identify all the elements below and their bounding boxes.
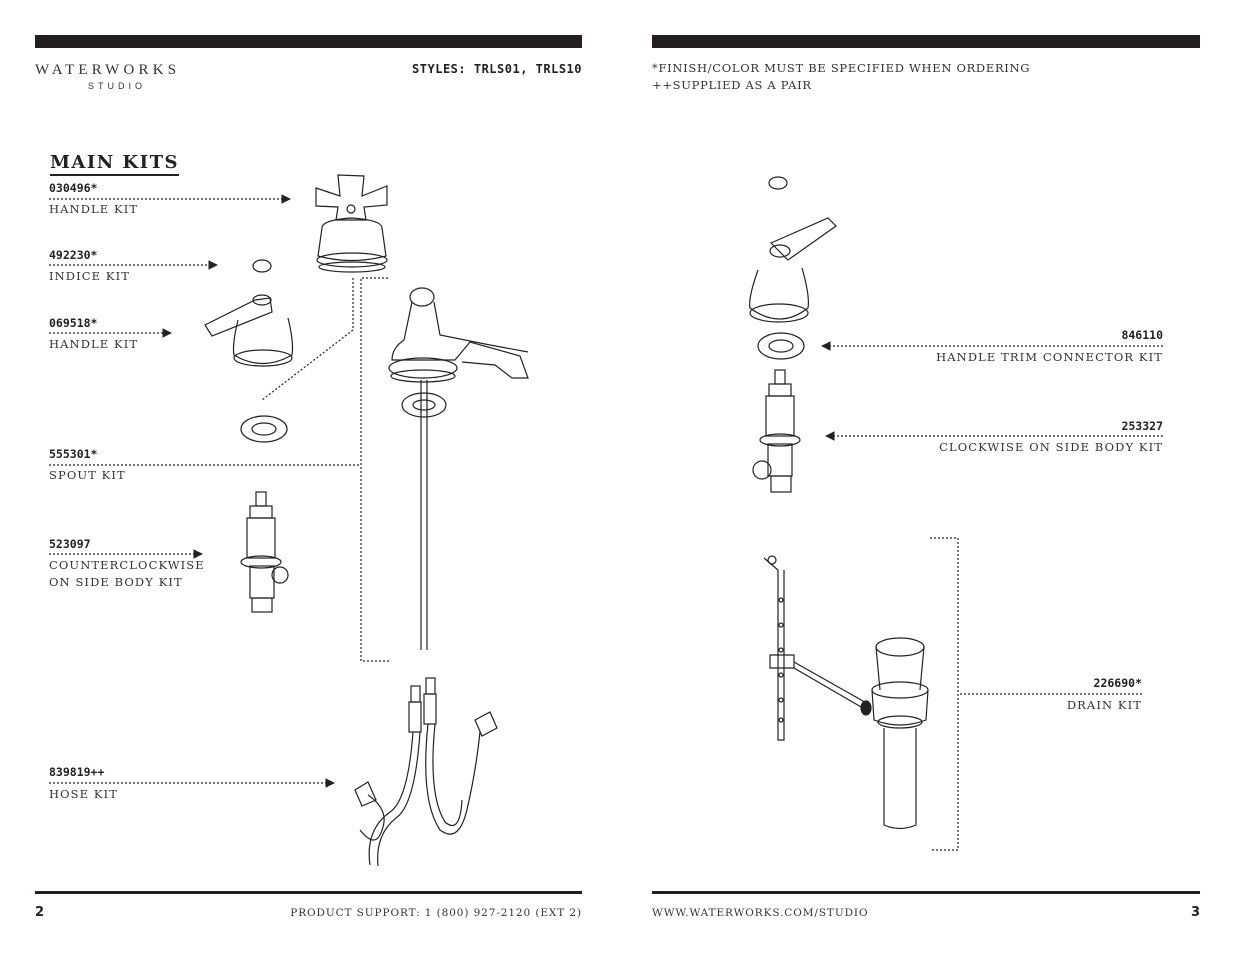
support-phone: PRODUCT SUPPORT: 1 (800) 927-2120 (EXT 2… — [290, 907, 582, 919]
cw-valve-drawing — [752, 369, 801, 493]
part-name-drain-kit: DRAIN KIT — [1066, 698, 1142, 712]
indice-left — [252, 259, 272, 273]
drain-drawing — [763, 555, 929, 830]
part-code-555301: 555301* — [49, 447, 98, 461]
part-code-492230: 492230* — [49, 248, 98, 262]
part-code-839819: 839819++ — [49, 765, 105, 779]
part-name-ccw-line1: COUNTERCLOCKWISE — [49, 558, 205, 572]
header-bar-left — [35, 35, 582, 48]
website-url: WWW.WATERWORKS.COM/STUDIO — [652, 907, 869, 919]
section-title: MAIN KITS — [50, 152, 179, 176]
spout-drawing — [388, 287, 529, 650]
footer-rule-right — [652, 891, 1200, 894]
escutcheon-right — [757, 332, 805, 360]
cross-handle-drawing — [315, 174, 388, 273]
part-name-handle-kit-2: HANDLE KIT — [49, 337, 139, 351]
part-code-030496: 030496* — [49, 181, 98, 195]
lever-handle-left-drawing — [204, 294, 294, 367]
footer-rule-left — [35, 891, 582, 894]
part-name-indice-kit: INDICE KIT — [49, 269, 131, 283]
part-name-ccw-line2: ON SIDE BODY KIT — [49, 575, 183, 589]
brand-logo-sub: STUDIO — [88, 81, 147, 91]
part-code-226690: 226690* — [1093, 676, 1142, 690]
brand-logo: WATERWORKS — [35, 62, 181, 78]
part-code-253327: 253327 — [1121, 419, 1163, 433]
hose-drawing — [354, 677, 498, 867]
part-name-handle-kit: HANDLE KIT — [49, 202, 139, 216]
ccw-valve-drawing — [240, 491, 289, 613]
header-bar-right — [652, 35, 1200, 48]
spout-gasket — [401, 392, 447, 418]
part-code-069518: 069518* — [49, 316, 98, 330]
part-code-523097: 523097 — [49, 537, 91, 551]
part-name-spout-kit: SPOUT KIT — [49, 468, 126, 482]
part-name-cw-body: CLOCKWISE ON SIDE BODY KIT — [939, 440, 1163, 454]
escutcheon-left — [240, 415, 288, 443]
drain-bracket — [930, 537, 959, 851]
styles-label: STYLES: TRLS01, TRLS10 — [412, 62, 582, 76]
part-name-trim-connector: HANDLE TRIM CONNECTOR KIT — [936, 350, 1163, 364]
lever-handle-right-drawing — [749, 217, 837, 323]
part-code-846110: 846110 — [1121, 328, 1163, 342]
spout-bracket — [360, 277, 390, 662]
part-name-hose-kit: HOSE KIT — [49, 787, 118, 801]
indice-right — [768, 176, 788, 190]
finish-note: *FINISH/COLOR MUST BE SPECIFIED WHEN ORD… — [652, 61, 1031, 75]
page-number-left: 2 — [35, 905, 45, 920]
page-number-right: 3 — [1190, 905, 1200, 920]
pair-note: ++SUPPLIED AS A PAIR — [652, 78, 812, 92]
